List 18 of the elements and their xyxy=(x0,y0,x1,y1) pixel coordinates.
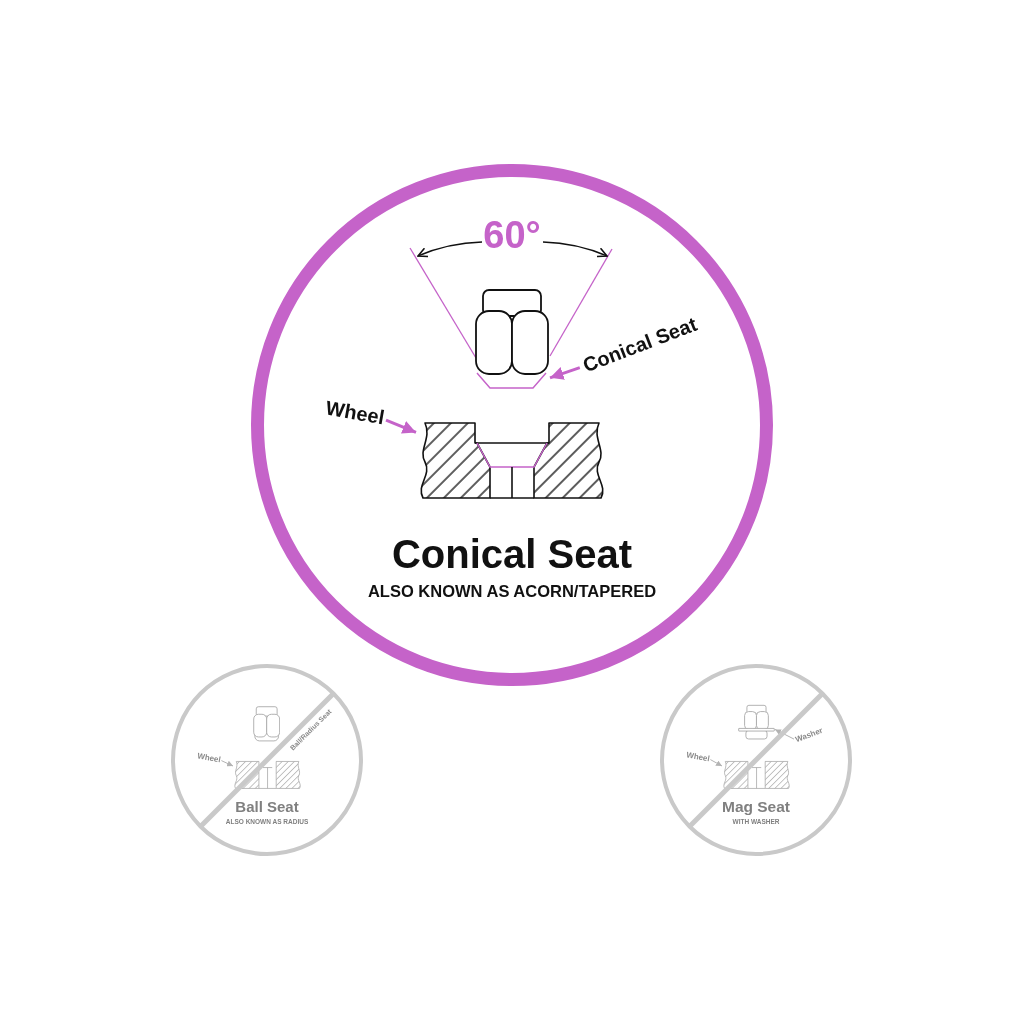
part-label: Wheel xyxy=(685,750,711,764)
wheel-section-drawing xyxy=(233,760,303,791)
leader-arrow xyxy=(774,728,795,740)
lug-nut-drawing xyxy=(738,704,775,741)
seat-subtitle: ALSO KNOWN AS ACORN/TAPERED xyxy=(367,581,657,601)
leader-arrow xyxy=(385,418,417,434)
seat-title: Ball Seat xyxy=(235,798,299,816)
lug-nut-drawing xyxy=(474,288,550,390)
angle-label: 60° xyxy=(483,214,541,258)
seat-title: Conical Seat xyxy=(391,531,633,577)
part-label: Wheel xyxy=(324,396,386,430)
leader-arrow xyxy=(220,760,234,767)
part-label: Wheel xyxy=(196,751,222,765)
lug-nut-drawing xyxy=(253,706,281,743)
leader-arrow xyxy=(709,759,723,767)
leader-arrow xyxy=(549,366,581,380)
wheel-section-drawing xyxy=(722,760,792,791)
seat-title: Mag Seat xyxy=(721,798,791,816)
